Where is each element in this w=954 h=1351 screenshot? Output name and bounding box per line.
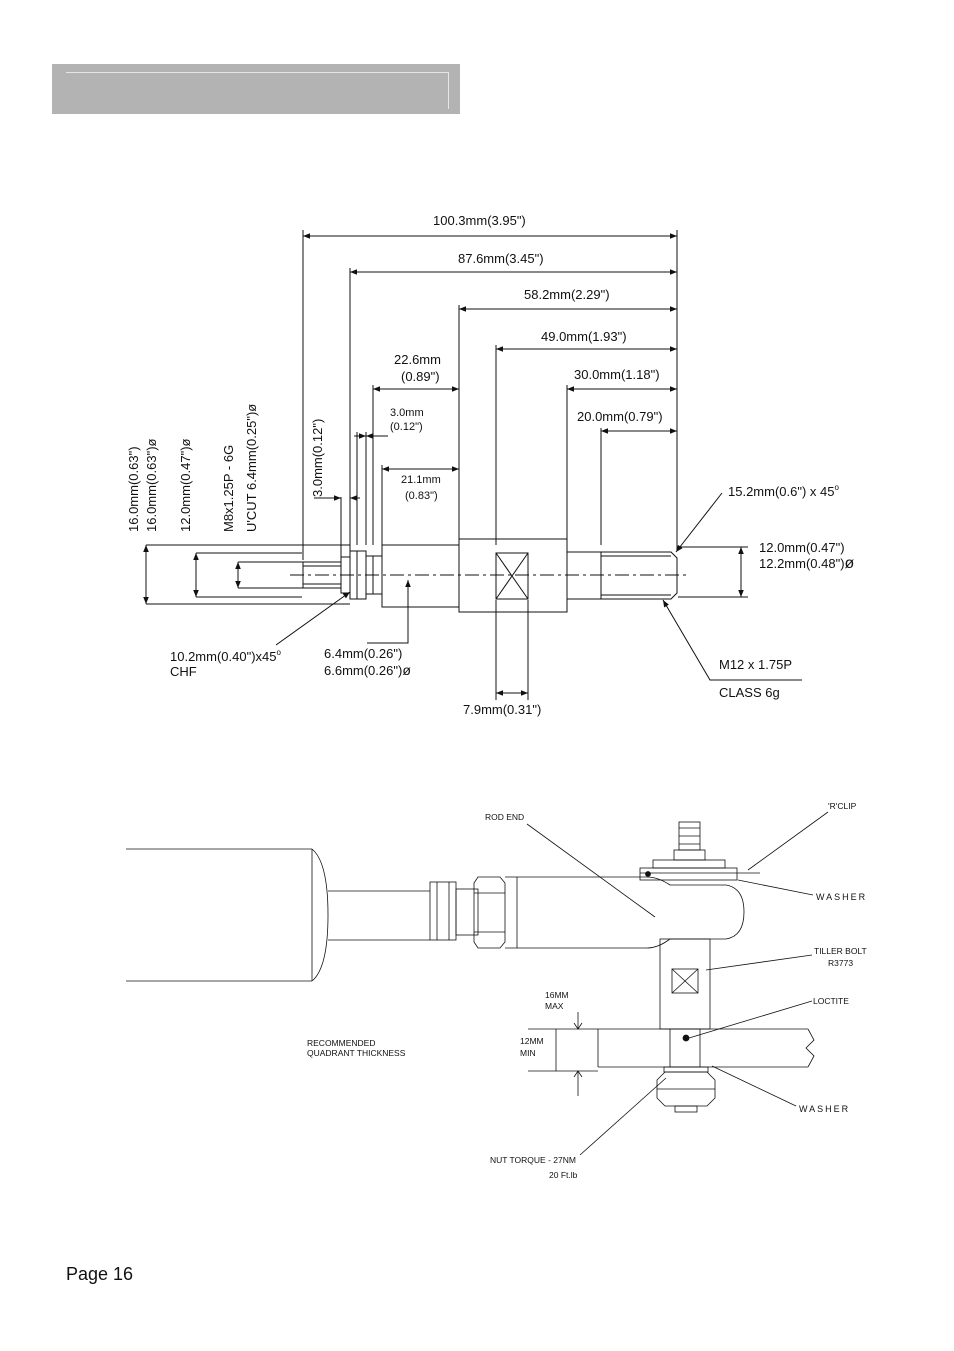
shaft-dimension-drawing: 100.3mm(3.95") 87.6mm(3.45") 58.2mm(2.29… (126, 213, 855, 717)
label-max: MAX (545, 1001, 564, 1011)
dim-21-a: 21.1mm (401, 474, 441, 486)
label-washer-bottom: WASHER (799, 1104, 850, 1114)
label-16mm: 16MM (545, 990, 569, 1000)
dim-20: 20.0mm(0.79") (577, 409, 663, 424)
dim-79: 7.9mm(0.31") (463, 702, 541, 717)
dim-64-a: 6.4mm(0.26") (324, 646, 402, 661)
dim-thread-right-a: M12 x 1.75P (719, 657, 792, 672)
dim-30: 30.0mm(1.18") (574, 367, 660, 382)
section-header-inner (66, 72, 449, 109)
dim-3-b: (0.12") (390, 421, 423, 433)
dim-21-b: (0.83") (405, 490, 438, 502)
label-nut-torque: NUT TORQUE - 27NM (490, 1155, 576, 1165)
dim-thread-right-b: CLASS 6g (719, 685, 780, 700)
dim-3-a: 3.0mm (390, 407, 424, 419)
label-min: MIN (520, 1048, 536, 1058)
dim-58: 58.2mm(2.29") (524, 287, 610, 302)
label-loctite: LOCTITE (813, 996, 849, 1006)
vdim-ucut: U'CUT 6.4mm(0.25")ø (244, 404, 259, 532)
dim-dia-12-a: 12.0mm(0.47") (759, 540, 845, 555)
vdim-3: 3.0mm(0.12") (310, 419, 325, 497)
dim-chamfer-left-a: 10.2mm(0.40")x45o (170, 648, 282, 664)
label-tiller-bolt: TILLER BOLT (814, 946, 867, 956)
section-header-bar (52, 64, 460, 114)
vdim-12: 12.0mm(0.47")ø (178, 438, 193, 532)
dim-49: 49.0mm(1.93") (541, 329, 627, 344)
vdim-16-b: 16.0mm(0.63")ø (144, 438, 159, 532)
dim-22-a: 22.6mm (394, 352, 441, 367)
vdim-thread: M8x1.25P - 6G (221, 445, 236, 532)
dim-dia-12-b: 12.2mm(0.48")ø (759, 555, 855, 572)
vdim-16-a: 16.0mm(0.63") (126, 446, 141, 532)
label-12mm: 12MM (520, 1036, 544, 1046)
dim-64-b: 6.6mm(0.26")ø (324, 662, 411, 678)
label-washer-top: WASHER (816, 892, 867, 902)
dim-87: 87.6mm(3.45") (458, 251, 544, 266)
label-r-clip: 'R'CLIP (828, 801, 857, 811)
page-number: Page 16 (66, 1264, 134, 1284)
label-tiller-bolt-ref: R3773 (828, 958, 853, 968)
dim-22-b: (0.89") (401, 369, 440, 384)
label-quadrant-thickness: QUADRANT THICKNESS (307, 1048, 406, 1058)
dim-overall: 100.3mm(3.95") (433, 213, 526, 228)
dim-chamfer-left-b: CHF (170, 664, 197, 679)
label-nut-torque-ftlb: 20 Ft.lb (549, 1170, 578, 1180)
label-recommended: RECOMMENDED (307, 1038, 375, 1048)
label-rod-end: ROD END (485, 812, 524, 822)
dim-chamfer-right: 15.2mm(0.6") x 45o (728, 483, 840, 499)
